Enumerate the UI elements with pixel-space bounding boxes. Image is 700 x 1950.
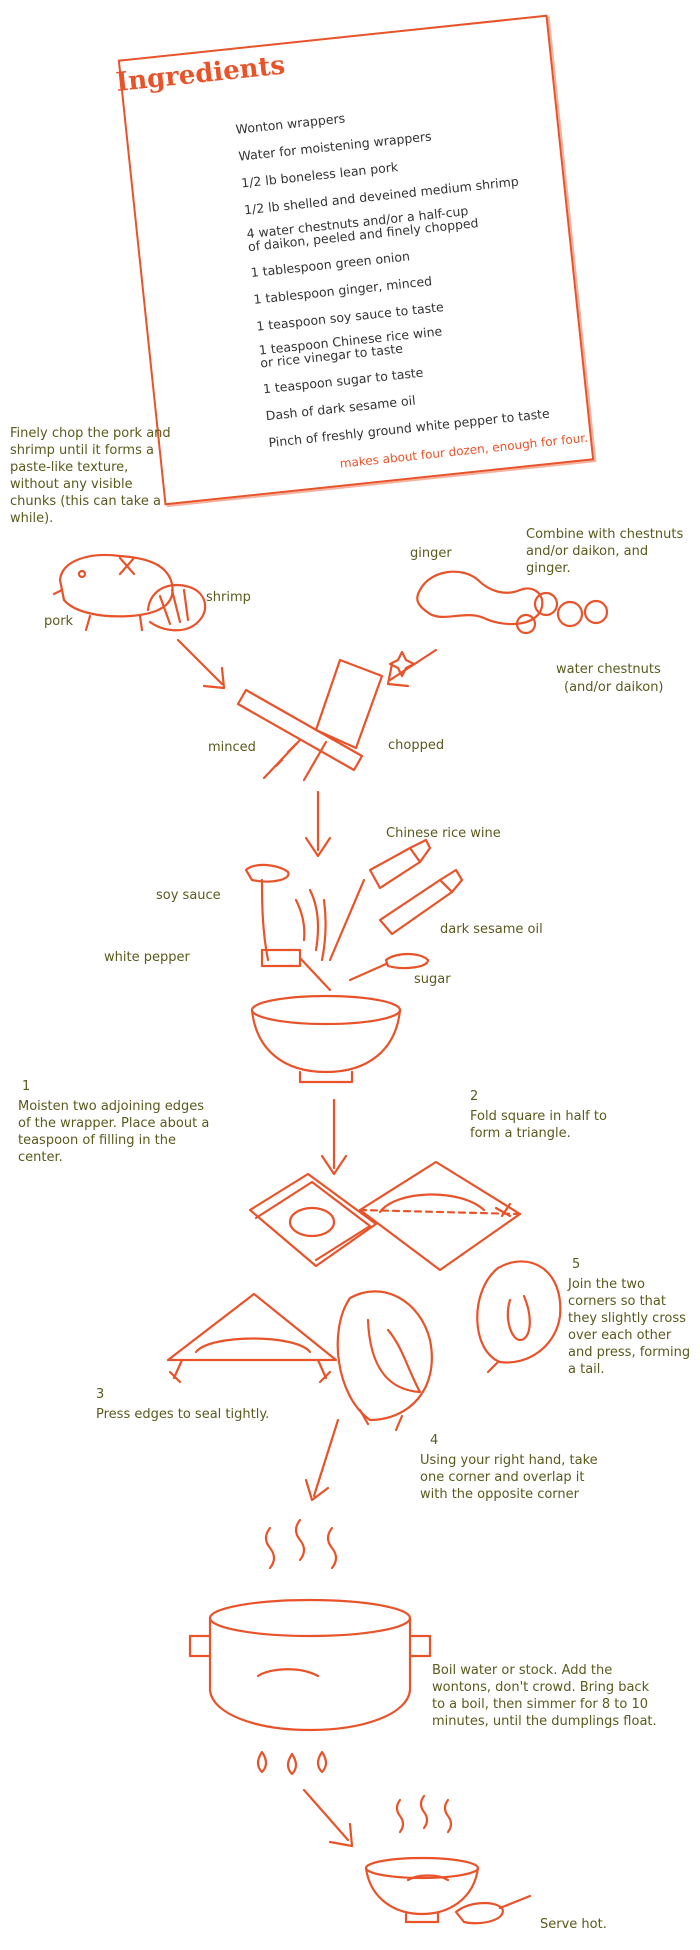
serving-bowl-icon xyxy=(364,1856,480,1924)
sugar-label: sugar xyxy=(414,972,451,987)
sesame-bottle-icon xyxy=(378,868,464,936)
chopped-label: chopped xyxy=(388,738,445,753)
step2-text: Fold square in half to form a triangle. xyxy=(470,1109,607,1141)
step2-number: 2 xyxy=(470,1089,479,1104)
sugar-spoon-icon xyxy=(348,952,430,982)
overlap-wrapper-icon xyxy=(336,1290,433,1432)
step5-number: 5 xyxy=(572,1257,581,1272)
ginger-icon xyxy=(416,570,609,635)
ginger-label: ginger xyxy=(410,546,452,561)
pork-icon xyxy=(52,554,174,632)
dark-sesame-oil-label: dark sesame oil xyxy=(440,922,543,937)
knife-icon xyxy=(236,688,364,780)
water-chestnuts-label: water chestnuts xyxy=(556,662,661,677)
shrimp-icon xyxy=(146,583,207,632)
arrow-down-icon xyxy=(320,1098,348,1176)
step3-text: Press edges to seal tightly. xyxy=(96,1407,270,1422)
steam-icon xyxy=(395,1794,453,1834)
step1-text: Moisten two adjoining edges of the wrapp… xyxy=(18,1099,210,1165)
seal-triangle-icon xyxy=(166,1292,338,1384)
step4-text: Using your right hand, take one corner a… xyxy=(420,1453,598,1502)
step1-number: 1 xyxy=(22,1079,31,1094)
bottle-icon xyxy=(328,838,432,962)
step4-number: 4 xyxy=(430,1433,439,1448)
step5-text: Join the two corners so that they slight… xyxy=(568,1277,691,1377)
arrow-icon xyxy=(302,1788,354,1848)
steam-icon xyxy=(264,1518,338,1570)
pour-lines-icon xyxy=(294,888,327,962)
minced-label: minced xyxy=(208,740,256,755)
wrapper-square-icon xyxy=(248,1172,378,1268)
shrimp-label: shrimp xyxy=(206,590,251,605)
boil-note: Boil water or stock. Add the wontons, do… xyxy=(432,1663,657,1729)
spoon-icon xyxy=(244,863,290,962)
flame-icon xyxy=(256,1750,328,1776)
sparkle-icon xyxy=(388,650,416,678)
serve-note: Serve hot. xyxy=(540,1917,607,1932)
arrow-icon xyxy=(176,638,438,690)
soy-sauce-label: soy sauce xyxy=(156,888,221,903)
arrow-down-icon xyxy=(304,790,332,858)
wonton-tail-icon xyxy=(476,1260,562,1374)
pork-label: pork xyxy=(44,614,74,629)
fold-triangle-icon xyxy=(358,1160,522,1272)
spoon-icon xyxy=(454,1894,532,1925)
chinese-rice-wine-label: Chinese rice wine xyxy=(386,826,501,841)
white-pepper-label: white pepper xyxy=(104,950,190,965)
pot-icon xyxy=(188,1598,432,1732)
combine-note: Combine with chestnuts and/or daikon, an… xyxy=(526,527,684,576)
cleaver-icon xyxy=(302,658,384,782)
step3-number: 3 xyxy=(96,1387,105,1402)
daikon-label: (and/or daikon) xyxy=(564,680,664,695)
pepper-shaker-icon xyxy=(260,948,332,992)
arrow-down-icon xyxy=(304,1418,340,1502)
chop-note: Finely chop the pork and shrimp until it… xyxy=(10,426,171,526)
bowl-icon xyxy=(250,994,402,1084)
